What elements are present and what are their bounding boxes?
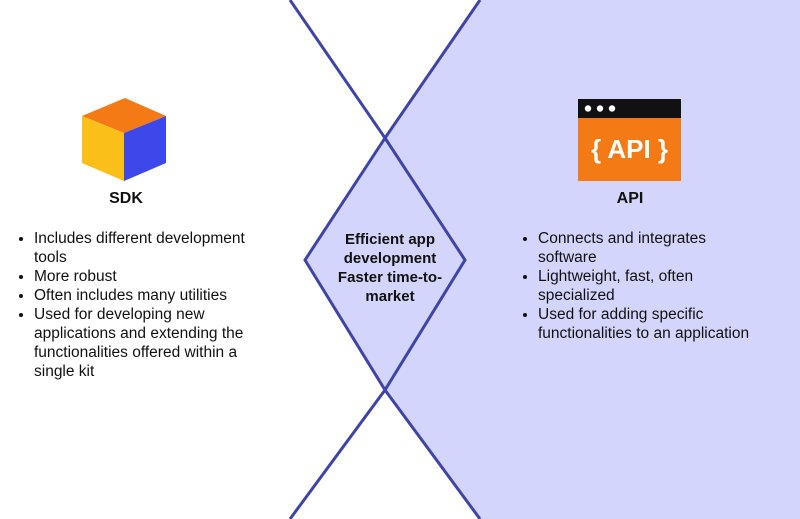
sdk-item: More robust — [34, 267, 264, 286]
api-icon-text: { API } — [591, 134, 668, 164]
api-boundary-line — [303, 0, 482, 519]
sdk-item: Used for developing new applications and… — [34, 305, 264, 381]
api-item: Connects and integrates software — [538, 229, 768, 267]
sdk-boundary-line — [288, 0, 467, 519]
api-title: API — [616, 190, 644, 207]
overlap-line: Faster time-to-market — [337, 269, 443, 305]
cube-icon — [82, 98, 166, 181]
sdk-item: Includes different development tools — [34, 229, 264, 267]
api-item: Used for adding specific functionalities… — [538, 305, 768, 343]
api-feature-list: Connects and integrates softwareLightwei… — [518, 229, 768, 343]
overlap-line: Efficient app development — [343, 231, 437, 267]
api-item: Lightweight, fast, often specialized — [538, 267, 768, 305]
sdk-item: Often includes many utilities — [34, 286, 264, 305]
sdk-title: SDK — [109, 190, 143, 207]
sdk-feature-list: Includes different development toolsMore… — [14, 229, 264, 381]
api-window-icon: { API } — [578, 99, 681, 181]
